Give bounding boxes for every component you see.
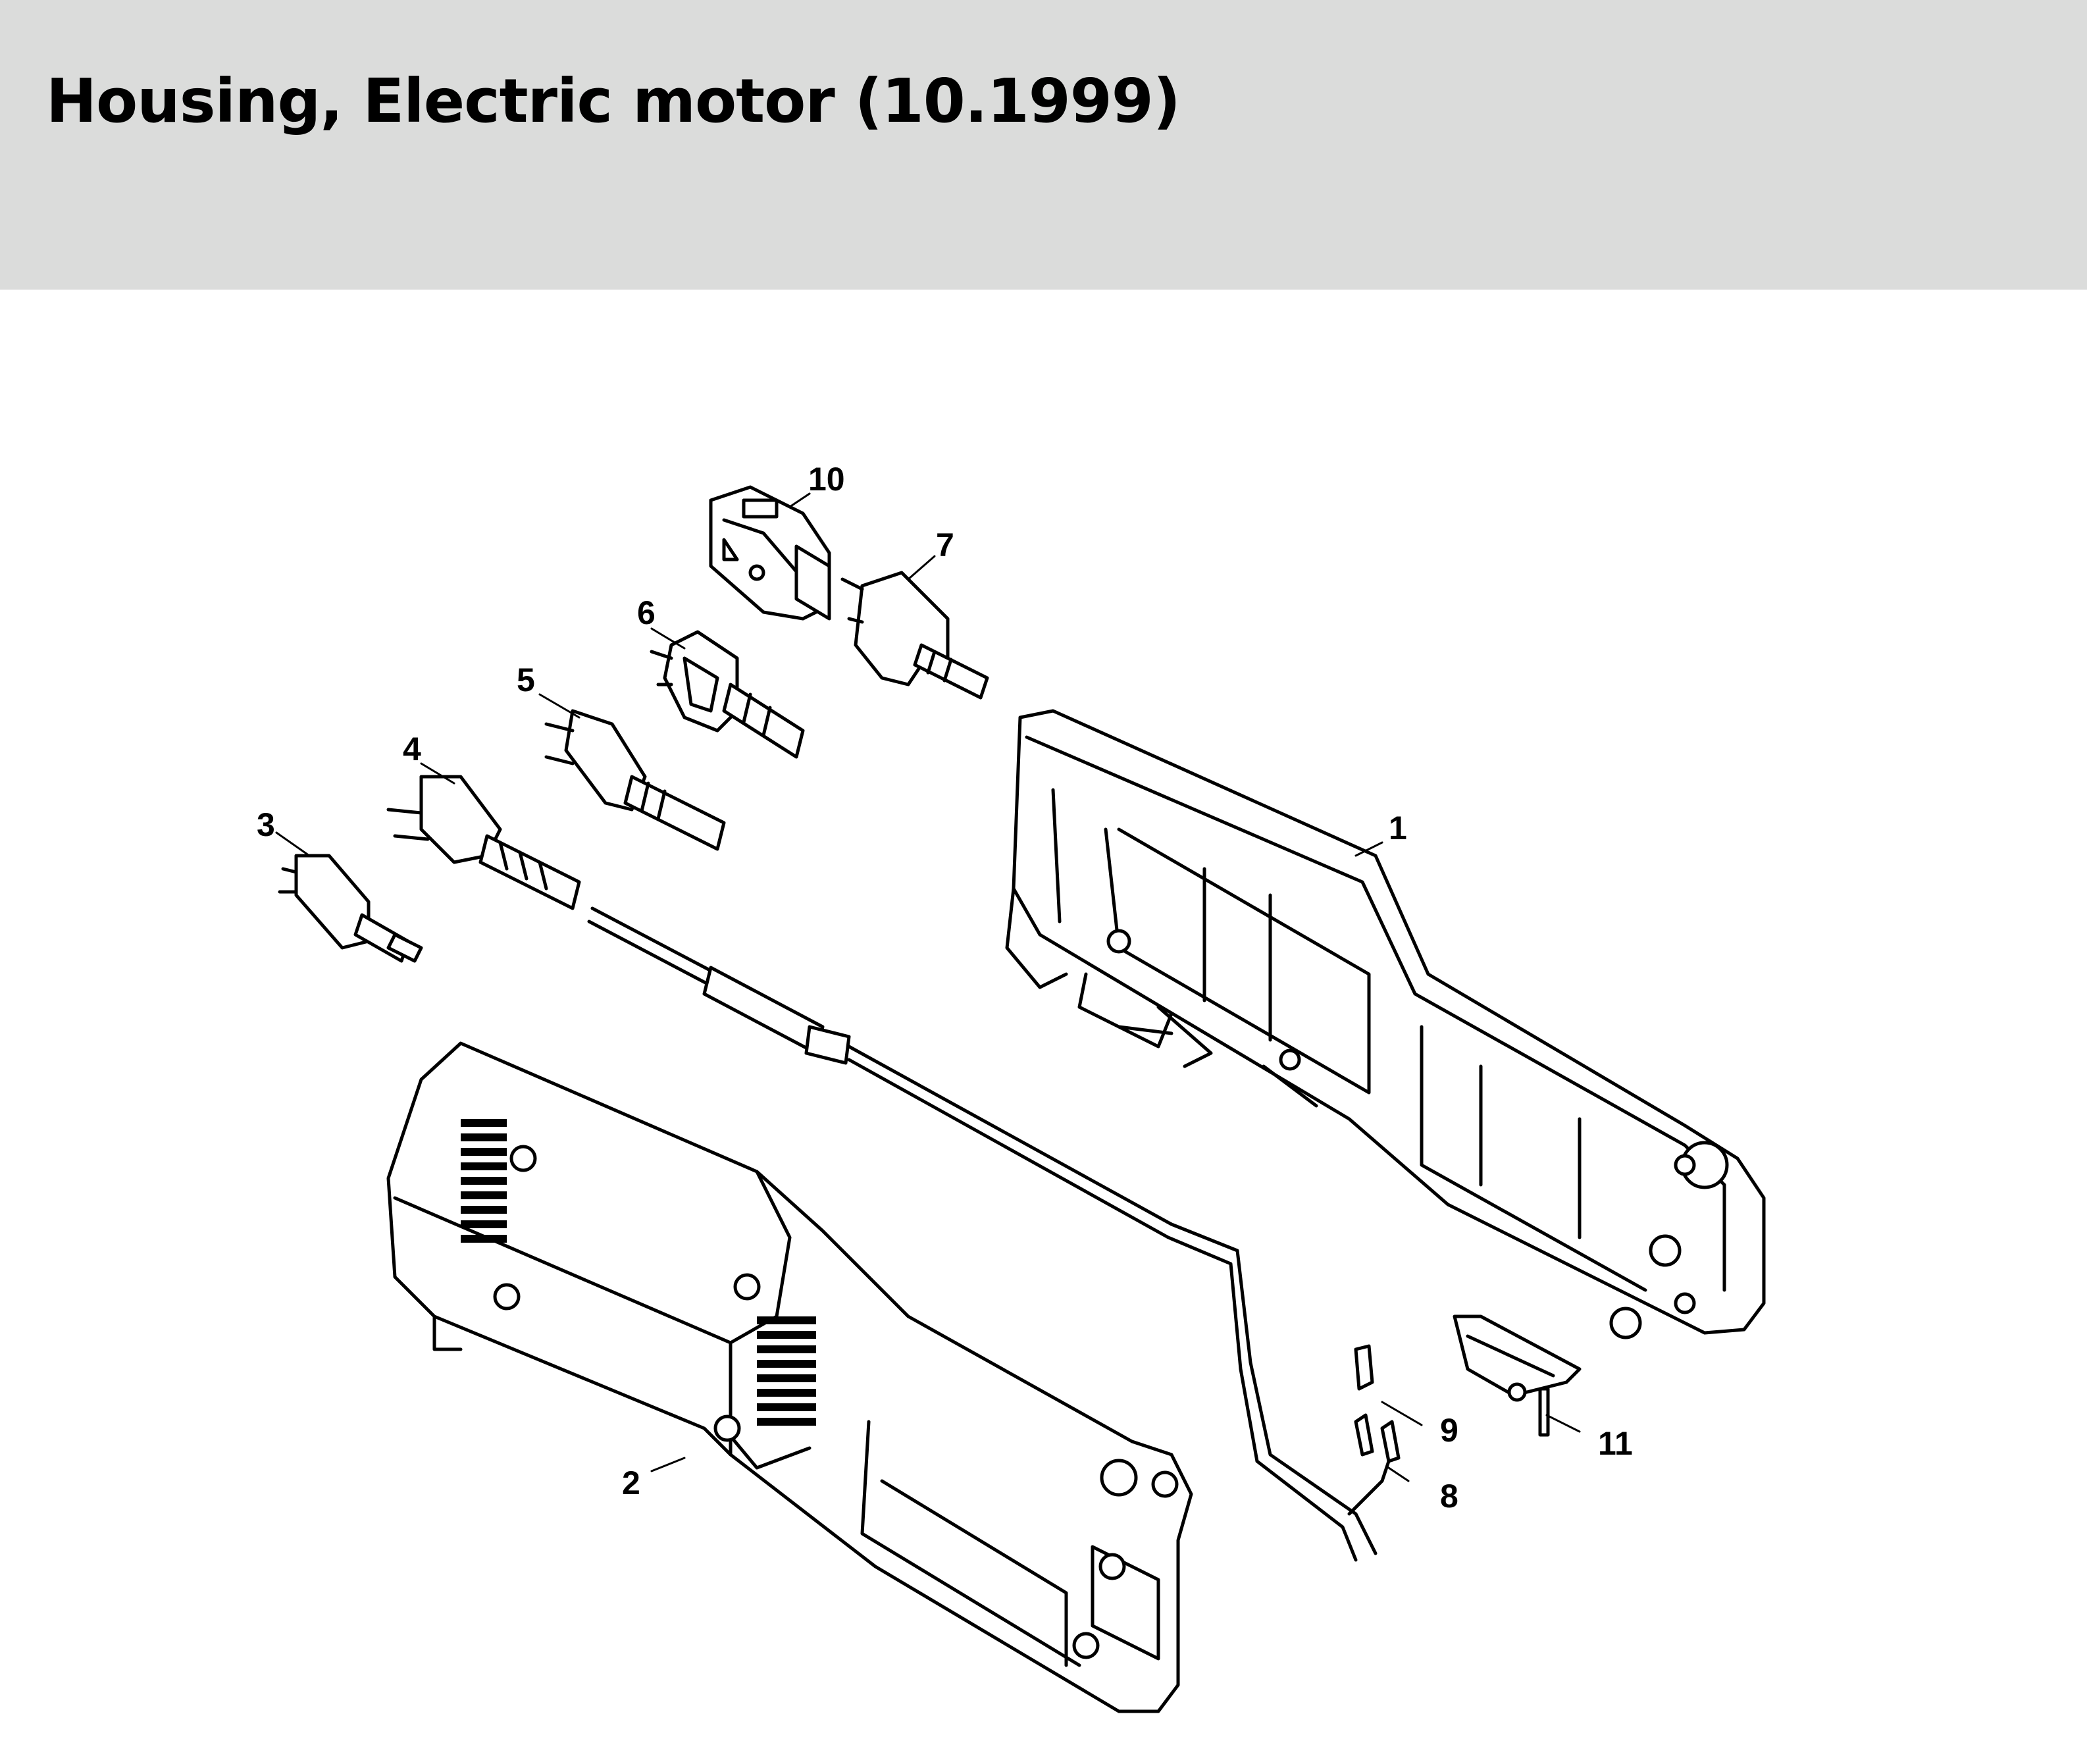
callout-7: 7 [936,527,954,563]
power-cable [587,906,1391,1562]
part-8-terminals [1354,1413,1401,1463]
callout-4: 4 [403,731,421,767]
callout-5: 5 [517,662,535,698]
page-title: Housing, Electric motor (10.1999) [46,66,1181,136]
part-6-plug [650,630,805,759]
callout-11: 11 [1598,1425,1633,1462]
part-7-plug-adapter [840,571,989,700]
callout-6: 6 [637,594,656,631]
callout-2: 2 [622,1465,640,1501]
callout-9: 9 [1440,1412,1458,1449]
part-9-terminal [1354,1344,1374,1391]
part-2-motor-cover [386,1041,1193,1713]
part-11-switch-lever [1453,1314,1582,1437]
callout-8: 8 [1440,1478,1458,1515]
callout-3: 3 [257,806,275,843]
leader-lines [275,492,1581,1482]
callout-labels: 1 2 3 4 5 6 7 8 9 10 11 [257,461,1633,1515]
header-band: Housing, Electric motor (10.1999) [0,0,2087,290]
part-5-plug [544,709,726,851]
callout-1: 1 [1389,810,1407,846]
part-1-housing-shell [1005,709,1766,1339]
part-4-plug [386,775,581,910]
part-10-coupling [709,485,831,621]
part-3-plug [278,854,423,963]
callout-10: 10 [808,461,845,498]
